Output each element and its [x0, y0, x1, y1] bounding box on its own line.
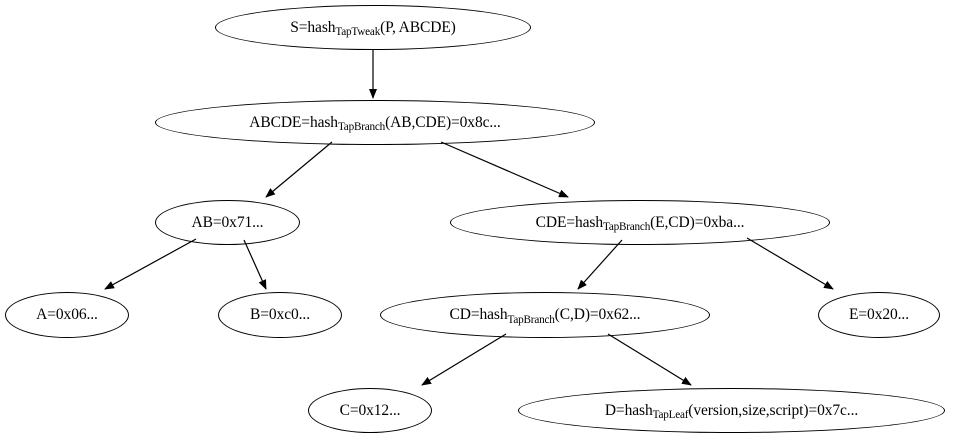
- node-e-label: E=0x20...: [849, 306, 909, 324]
- node-d[interactable]: D=hashTapLeaf(version,size,script)=0x7c.…: [518, 388, 945, 433]
- node-a-label: A=0x06...: [36, 306, 98, 324]
- node-b[interactable]: B=0xc0...: [218, 292, 342, 338]
- edge-cd-to-c: [421, 333, 507, 386]
- node-s[interactable]: S=hashTapTweak(P, ABCDE): [215, 5, 531, 50]
- node-d-label: D=hashTapLeaf(version,size,script)=0x7c.…: [604, 401, 859, 422]
- edge-abcde-to-ab: [265, 141, 333, 198]
- edge-ab-to-a: [104, 238, 197, 290]
- node-cd[interactable]: CD=hashTapBranch(C,D)=0x62...: [380, 292, 710, 338]
- node-cd-label: CD=hashTapBranch(C,D)=0x62...: [449, 306, 641, 326]
- node-c[interactable]: C=0x12...: [308, 388, 432, 433]
- node-ab-label: AB=0x71...: [191, 213, 264, 231]
- node-cde-label: CDE=hashTapBranch(E,CD)=0xba...: [535, 213, 745, 234]
- node-cde[interactable]: CDE=hashTapBranch(E,CD)=0xba...: [450, 200, 830, 245]
- node-b-label: B=0xc0...: [250, 306, 310, 324]
- node-a[interactable]: A=0x06...: [5, 292, 129, 338]
- edge-ab-to-b: [243, 239, 267, 290]
- node-s-label: S=hashTapTweak(P, ABCDE): [290, 18, 456, 39]
- edge-abcde-to-cde: [440, 141, 569, 198]
- node-abcde[interactable]: ABCDE=hashTapBranch(AB,CDE)=0x8c...: [155, 100, 595, 145]
- node-e[interactable]: E=0x20...: [818, 292, 940, 338]
- edge-cde-to-e: [746, 237, 834, 290]
- edges-group: [104, 50, 834, 386]
- edge-cde-to-cd: [577, 239, 623, 290]
- node-ab[interactable]: AB=0x71...: [155, 200, 300, 245]
- node-abcde-label: ABCDE=hashTapBranch(AB,CDE)=0x8c...: [249, 113, 501, 134]
- edge-cd-to-d: [607, 333, 692, 386]
- node-c-label: C=0x12...: [339, 401, 401, 419]
